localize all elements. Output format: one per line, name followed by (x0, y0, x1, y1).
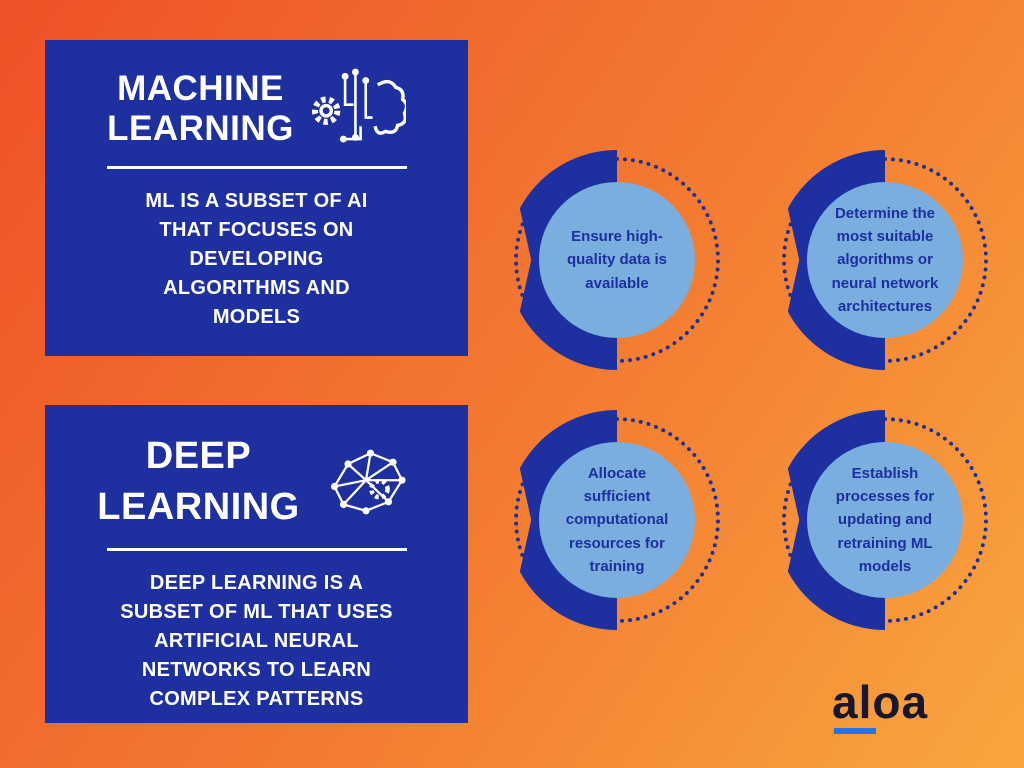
deep-learning-description: DEEP LEARNING IS A SUBSET OF ML THAT USE… (120, 571, 393, 710)
deep-learning-header: DEEP LEARNING (69, 431, 444, 534)
machine-learning-description: ML IS A SUBSET OF AI THAT FOCUSES ON DEV… (145, 190, 368, 328)
deep-learning-title: DEEP LEARNING (97, 435, 300, 529)
aloa-logo-text: aloa (832, 676, 929, 728)
badge-circle: Determine the most suitable algorithms o… (807, 182, 963, 338)
circuit-brain-icon (310, 66, 406, 152)
title-divider (106, 166, 407, 169)
badge-text: Ensure high- quality data is available (566, 228, 668, 292)
dotted-ring (514, 417, 720, 623)
network-brain-icon (316, 437, 416, 527)
title-divider (106, 547, 407, 551)
dotted-ring (782, 417, 988, 623)
dotted-ring (514, 157, 720, 363)
factor-badge-resources: Allocate sufficient computational resour… (502, 410, 732, 630)
machine-learning-header: MACHINE LEARNING (69, 66, 444, 152)
logo-underline (834, 728, 876, 735)
badge-circle: Allocate sufficient computational resour… (539, 442, 695, 598)
factor-badge-retraining: Establish processes for updating and ret… (770, 410, 1000, 630)
badge-circle: Ensure high- quality data is available (539, 182, 695, 338)
factor-badge-data-quality: Ensure high- quality data is available (502, 150, 732, 370)
badge-circle: Establish processes for updating and ret… (807, 442, 963, 598)
deep-learning-card: DEEP LEARNING (45, 405, 468, 723)
factor-badge-algorithms: Determine the most suitable algorithms o… (770, 150, 1000, 370)
dotted-ring (782, 157, 988, 363)
machine-learning-card: MACHINE LEARNING (45, 40, 468, 356)
aloa-logo: aloa (832, 676, 929, 735)
machine-learning-title: MACHINE LEARNING (107, 68, 294, 148)
badge-text: Determine the most suitable algorithms o… (831, 204, 939, 315)
badge-text: Establish processes for updating and ret… (835, 464, 935, 575)
badge-text: Allocate sufficient computational resour… (565, 464, 669, 575)
